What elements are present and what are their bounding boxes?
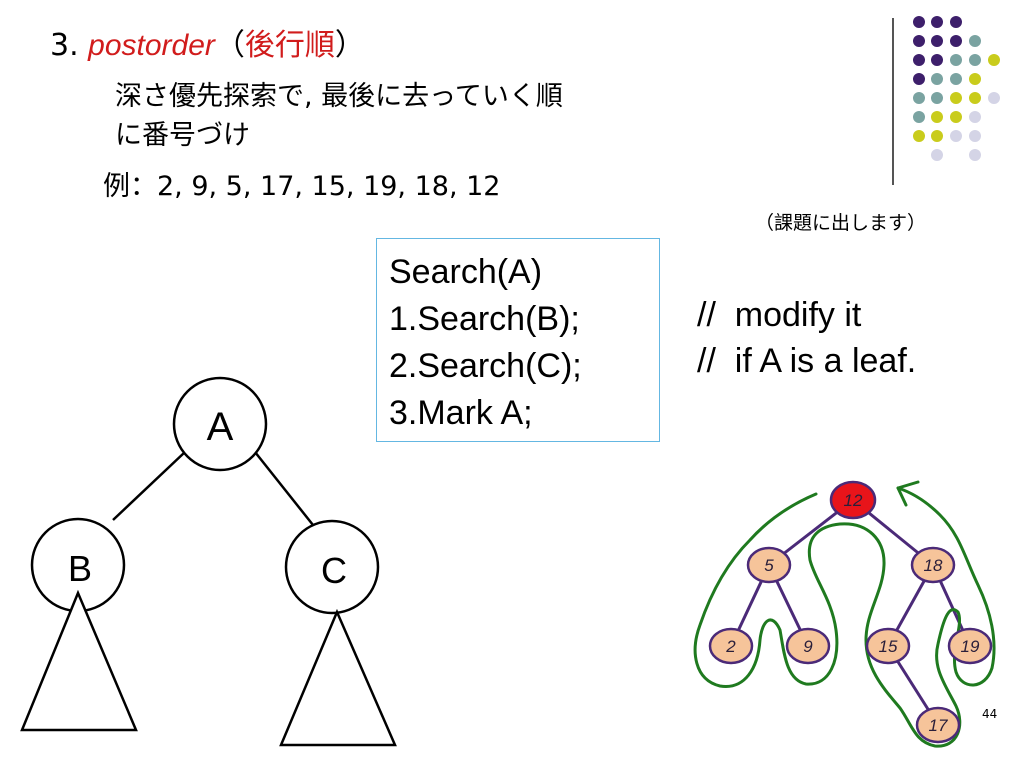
decorative-divider (892, 18, 894, 185)
node-a-label: A (207, 405, 234, 449)
node-19-label: 19 (961, 637, 980, 656)
description-line-1: 深さ優先探索で, 最後に去っていく順 (115, 81, 563, 112)
pseudocode-box: Search(A) 1.Search(B); 2.Search(C); 3.Ma… (376, 238, 660, 442)
dot (913, 16, 925, 28)
code-comments: // modify it // if A is a leaf. (697, 292, 916, 384)
node-19 (947, 627, 993, 665)
dot (931, 35, 943, 47)
comment-line: // modify it (697, 296, 862, 334)
code-line: 2.Search(C); (389, 347, 582, 385)
dot (913, 92, 925, 104)
dot (969, 54, 981, 66)
node-c-label: C (321, 550, 347, 591)
assignment-note: （課題に出します） (755, 212, 927, 234)
node-5 (746, 546, 792, 584)
dot (950, 16, 962, 28)
dot (969, 35, 981, 47)
node-15-label: 15 (879, 637, 898, 656)
title-number: 3. (50, 28, 79, 63)
tree-edge (112, 451, 186, 521)
dot (913, 54, 925, 66)
node-18-label: 18 (924, 556, 943, 575)
dot (913, 111, 925, 123)
dot (913, 73, 925, 85)
node-2 (708, 627, 754, 665)
description: 深さ優先探索で, 最後に去っていく順 に番号づけ (115, 77, 563, 155)
dot (950, 130, 962, 142)
dot (969, 111, 981, 123)
code-line: 1.Search(B); (389, 300, 580, 338)
abstract-tree (20, 376, 397, 747)
node-9 (785, 627, 831, 665)
title-japanese: 後行順 (244, 28, 335, 63)
dot (931, 92, 943, 104)
dot (969, 149, 981, 161)
title-term: postorder (88, 29, 215, 62)
dot (913, 130, 925, 142)
dot (950, 54, 962, 66)
dot (950, 111, 962, 123)
node-5-label: 5 (764, 556, 774, 575)
node-b-label: B (68, 548, 92, 589)
title-paren-open: （ (214, 28, 245, 63)
dot (950, 35, 962, 47)
dot (931, 16, 943, 28)
subtree-c-triangle (279, 608, 397, 747)
node-15 (865, 627, 911, 665)
page-number: 44 (982, 707, 998, 721)
node-12 (829, 480, 877, 520)
code-line: Search(A) (389, 253, 543, 291)
example-tree-nodes (708, 480, 993, 744)
traversal-arrowhead (896, 480, 920, 507)
example-tree-edges (729, 498, 972, 726)
dot (931, 149, 943, 161)
code-line: 3.Mark A; (389, 394, 533, 432)
slide-title: 3. postorder（後行順） (50, 20, 365, 64)
node-18 (910, 546, 956, 584)
comment-line: // if A is a leaf. (697, 342, 917, 380)
node-17-label: 17 (929, 716, 948, 735)
node-a (172, 376, 268, 472)
dot (931, 130, 943, 142)
dot (969, 73, 981, 85)
traversal-path (693, 486, 996, 748)
dot (969, 130, 981, 142)
node-12-label: 12 (844, 491, 863, 510)
decorative-dots (913, 16, 1000, 161)
node-9-label: 9 (803, 637, 813, 656)
dot (950, 73, 962, 85)
title-paren-close: ） (334, 28, 365, 63)
dot (969, 92, 981, 104)
node-2-label: 2 (725, 637, 736, 656)
dot (950, 92, 962, 104)
node-c (284, 519, 380, 615)
node-17 (915, 706, 961, 744)
tree-edge (254, 451, 314, 526)
dot (931, 73, 943, 85)
example-sequence: 例：2, 9, 5, 17, 15, 19, 18, 12 (103, 171, 501, 202)
dot (913, 35, 925, 47)
dot (931, 54, 943, 66)
dot (988, 54, 1000, 66)
dot (931, 111, 943, 123)
description-line-2: に番号づけ (115, 120, 250, 151)
dot (988, 92, 1000, 104)
subtree-b-triangle (20, 589, 138, 732)
